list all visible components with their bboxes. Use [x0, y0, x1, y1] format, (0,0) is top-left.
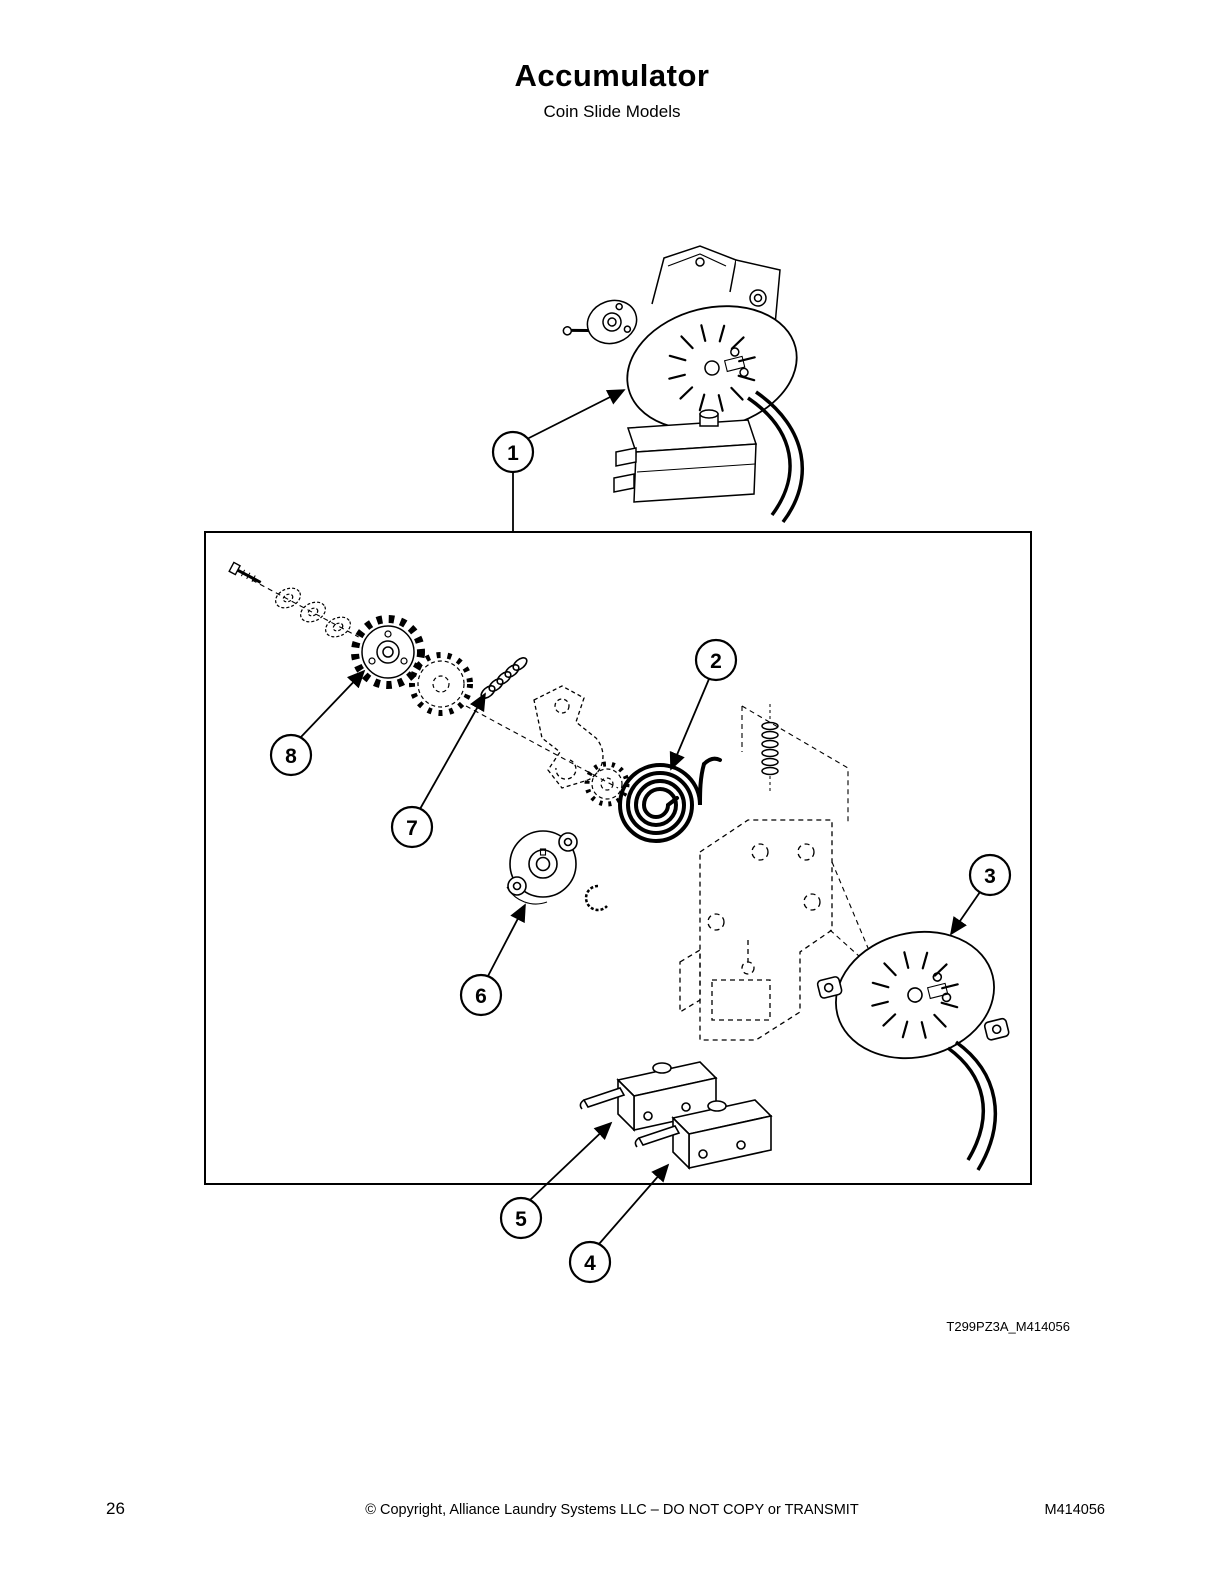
- page-subtitle: Coin Slide Models: [543, 102, 681, 121]
- assembly-axis-lines: [251, 579, 881, 976]
- part-3-timer-motor: [816, 930, 1010, 1171]
- part-4-switch: [634, 1099, 773, 1170]
- doc-number: M414056: [1044, 1502, 1105, 1518]
- copyright-text: © Copyright, Alliance Laundry Systems LL…: [365, 1502, 859, 1518]
- switch-button-icon: [652, 1062, 672, 1074]
- wire: [755, 390, 805, 524]
- pawl-lever-phantom: [533, 685, 630, 807]
- svg-text:1: 1: [507, 442, 519, 465]
- washer-icon: [275, 587, 301, 609]
- callout-6: 6: [459, 973, 503, 1017]
- callout-3: 3: [968, 853, 1012, 897]
- svg-text:6: 6: [475, 985, 487, 1008]
- svg-text:8: 8: [285, 745, 297, 768]
- svg-text:7: 7: [406, 817, 418, 840]
- switch-lever-icon: [637, 1125, 681, 1146]
- screw-icon: [228, 561, 262, 584]
- svg-text:3: 3: [984, 865, 996, 888]
- part-1-accumulator-assembly: [562, 245, 805, 524]
- page-title: Accumulator: [514, 58, 710, 93]
- motor-face-icon: [816, 930, 1010, 1060]
- callout-5: 5: [499, 1196, 543, 1240]
- svg-text:4: 4: [584, 1252, 596, 1275]
- switch-button-icon: [707, 1100, 727, 1112]
- gearhead-icon: [562, 299, 638, 345]
- part-7-spring: [480, 657, 528, 699]
- washer-icon: [300, 601, 326, 623]
- mounting-plate-phantom: [679, 819, 833, 1041]
- callout-8: 8: [269, 733, 313, 777]
- washer-icon: [325, 616, 351, 638]
- motor-face-icon: [626, 305, 798, 431]
- part-2-spiral-spring: [617, 756, 722, 843]
- wire: [747, 396, 792, 517]
- tension-spring: [761, 704, 779, 792]
- figure-code: T299PZ3A_M414056: [946, 1319, 1070, 1334]
- wire: [946, 1046, 985, 1161]
- part-5-switch: [579, 1061, 718, 1132]
- callout-1: 1: [491, 430, 535, 474]
- svg-text:5: 5: [515, 1208, 527, 1231]
- part-8-sprocket-group: [228, 561, 473, 716]
- page-number: 26: [106, 1499, 125, 1518]
- callout-leaders: [299, 389, 981, 1245]
- callout-4: 4: [568, 1240, 612, 1284]
- switch-lever-icon: [582, 1087, 626, 1108]
- part-6-bearing-flange: [506, 830, 608, 912]
- sprocket-icon: [351, 615, 425, 689]
- callout-2: 2: [694, 638, 738, 682]
- svg-text:2: 2: [710, 650, 722, 673]
- sprocket-phantom-icon: [409, 652, 473, 716]
- retaining-clip-icon: [584, 884, 608, 912]
- callout-7: 7: [390, 805, 434, 849]
- wire: [954, 1040, 998, 1171]
- parts-box: [204, 531, 1032, 1185]
